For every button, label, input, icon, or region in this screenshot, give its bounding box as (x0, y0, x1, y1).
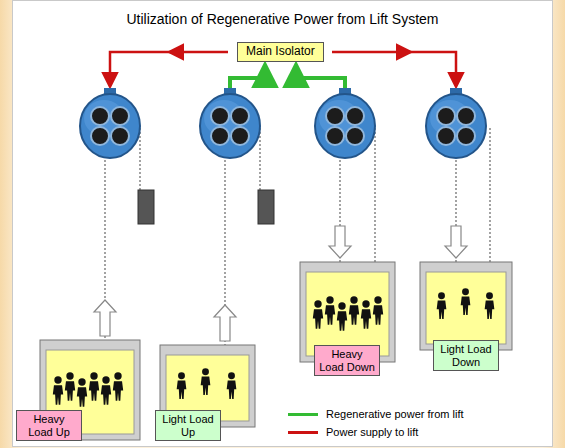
direction-arrow (94, 226, 467, 341)
node-text: Light Load Down (437, 343, 495, 368)
legend-swatch (288, 413, 318, 416)
load-label: Light Load Up (155, 410, 221, 441)
passenger (53, 288, 495, 407)
load-label: Light Load Down (433, 340, 499, 371)
diagram-title: Utilization of Regenerative Power from L… (0, 11, 565, 27)
load-label: Heavy Load Down (314, 345, 380, 376)
load-label: Heavy Load Up (16, 410, 82, 441)
isolator-box: Main Isolator (237, 42, 324, 62)
legend-item: Regenerative power from lift (288, 405, 464, 423)
legend-swatch (288, 431, 318, 434)
node-text: Light Load Up (159, 413, 217, 438)
node-text: Heavy Load Down (318, 348, 376, 373)
node-text: Main Isolator (246, 45, 315, 59)
legend-text: Power supply to lift (326, 426, 418, 438)
legend-item: Power supply to lift (288, 423, 464, 441)
legend-text: Regenerative power from lift (326, 408, 464, 420)
node-text: Heavy Load Up (20, 413, 78, 438)
lift-car (40, 262, 512, 440)
legend: Regenerative power from liftPower supply… (288, 405, 464, 441)
